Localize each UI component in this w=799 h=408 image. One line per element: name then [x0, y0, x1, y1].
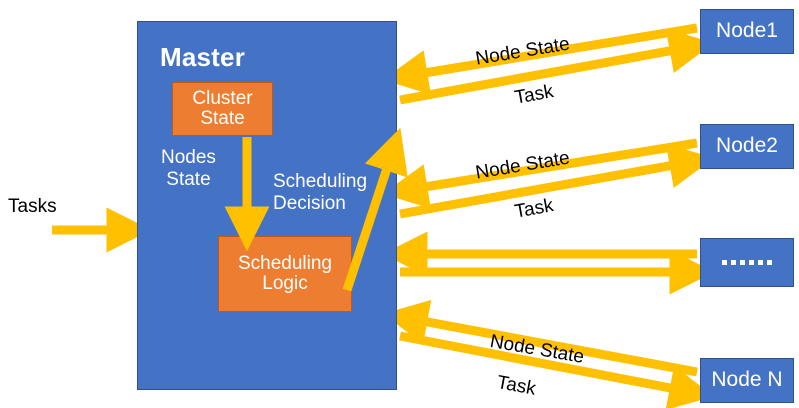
node-box-node2: Node2 [700, 124, 794, 169]
scheduling-logic-box: Scheduling Logic [218, 236, 352, 312]
arrow-noden-state [382, 299, 698, 377]
arrow-node2-state [382, 138, 698, 209]
nodes-state-label: Nodes State [161, 147, 216, 191]
node2-label: Node2 [716, 134, 778, 158]
node1-label: Node1 [716, 19, 778, 43]
master-title: Master [160, 42, 246, 72]
cluster-state-line1: Cluster [192, 87, 253, 109]
ellipsis-dots-icon [722, 260, 772, 265]
cluster-state-line2: State [200, 108, 245, 129]
node-box-ellipsis [700, 238, 794, 287]
nodes-state-line1: Nodes [161, 147, 216, 168]
arrow-node1-task [399, 28, 715, 105]
arrow-noden-task [399, 331, 714, 408]
scheduling-decision-label: Scheduling Decision [273, 171, 367, 215]
cluster-state-box: Cluster State [172, 82, 273, 136]
node-box-node1: Node1 [700, 9, 794, 54]
node-box-noden: Node N [700, 358, 794, 403]
scheduling-logic-line1: Scheduling [237, 252, 333, 274]
scheduling-decision-line1: Scheduling [273, 171, 368, 192]
master-box: Master Nodes State Scheduling Decision [137, 21, 397, 390]
tasks-input-label: Tasks [8, 196, 57, 217]
nodes-state-line2: State [166, 168, 211, 190]
arrow-node2-task [399, 143, 715, 219]
arrow-node1-state [382, 23, 698, 95]
noden-label: Node N [711, 368, 783, 392]
scheduling-decision-line2: Decision [273, 192, 346, 214]
scheduling-logic-line2: Logic [262, 273, 308, 294]
